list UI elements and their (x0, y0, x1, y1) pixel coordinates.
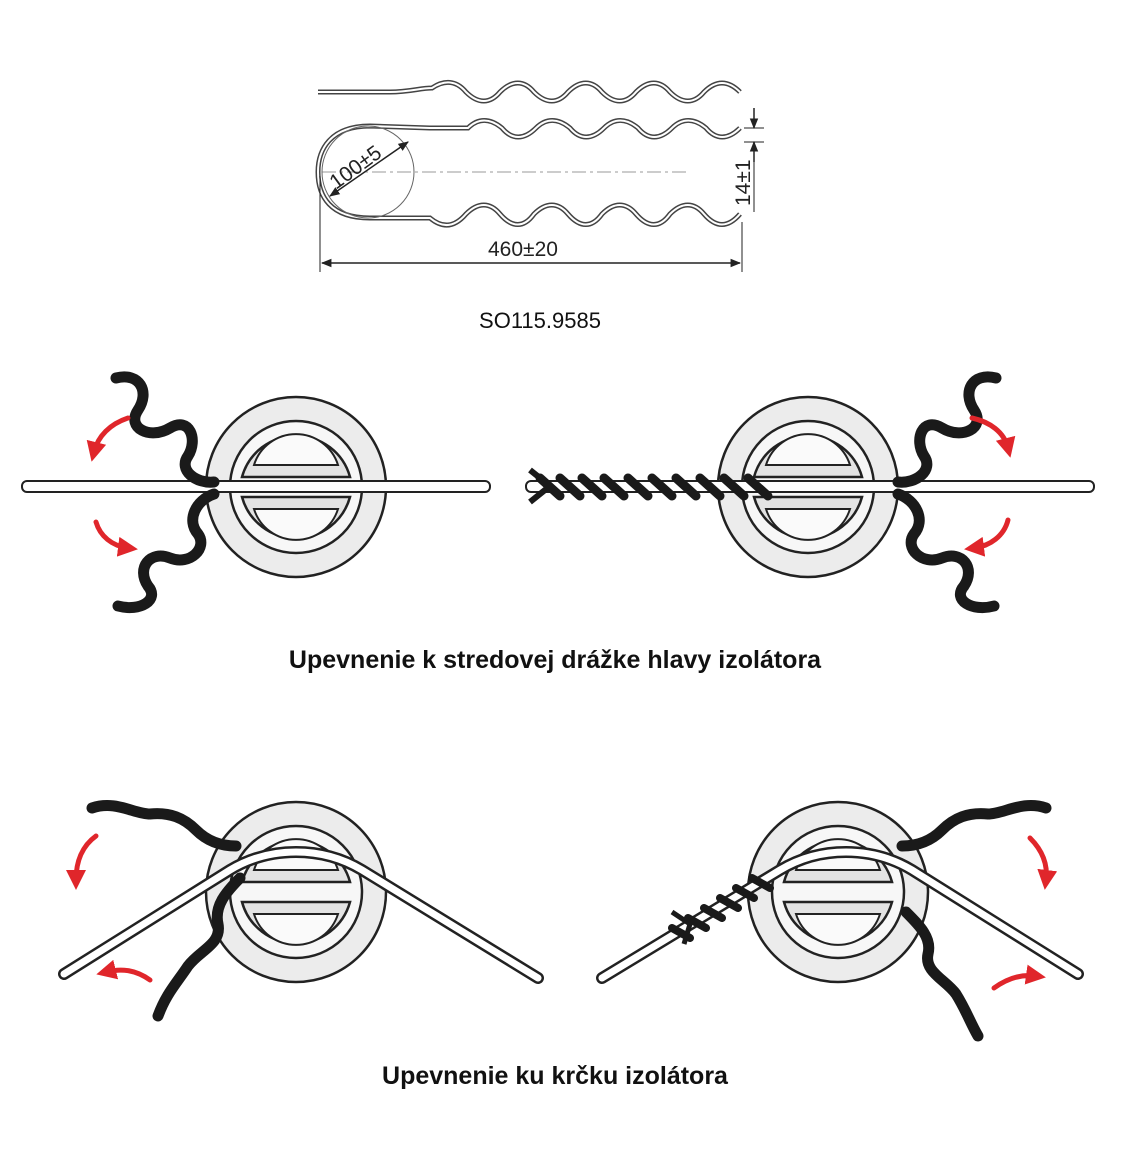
neck-fixing-right (596, 800, 1084, 1042)
rotate-arrow-icon (991, 964, 1046, 991)
tie-wire-left-bottom-upper (86, 800, 242, 852)
wrapped-spiral-right-top (528, 467, 773, 505)
rotate-arrow-icon (93, 519, 138, 557)
tie-wire-right-bottom-upper (896, 800, 1052, 852)
rotate-arrow-icon (66, 833, 99, 890)
tie-wire-left-top-upper (110, 371, 220, 488)
technical-drawing: 100±5 14±1 460±20 (315, 80, 764, 272)
rotate-arrow-icon (96, 959, 153, 983)
groove-fixing-right (525, 371, 1095, 614)
rotate-arrow-icon (1027, 835, 1058, 890)
dim-length-label: 460±20 (488, 238, 558, 261)
rotate-arrow-icon (86, 415, 131, 462)
rotate-arrow-icon (964, 517, 1011, 557)
dim-diameter-label: 100±5 (325, 141, 386, 194)
neck-fixing-left (58, 800, 544, 1022)
tie-wire-left-top-lower (112, 488, 220, 614)
groove-fixing-left (21, 371, 491, 614)
caption-groove-fixing: Upevnenie k stredovej drážke hlavy izolá… (288, 646, 822, 674)
tie-wire-left-bottom-lower (152, 872, 246, 1022)
caption-neck-fixing: Upevnenie ku krčku izolátora (382, 1062, 728, 1090)
insulator-right-bottom (746, 800, 930, 984)
wrapped-spiral-right-bottom (668, 874, 774, 945)
product-code: SO115.9585 (479, 308, 601, 333)
conductor-left-top (21, 480, 491, 493)
tie-wire-right-top-lower (892, 488, 1000, 614)
dim-height-label: 14±1 (732, 159, 755, 206)
rotate-arrow-icon (969, 415, 1016, 458)
tie-wire-right-bottom-lower (900, 906, 984, 1042)
tie-wire-right-top-upper (892, 371, 1002, 488)
